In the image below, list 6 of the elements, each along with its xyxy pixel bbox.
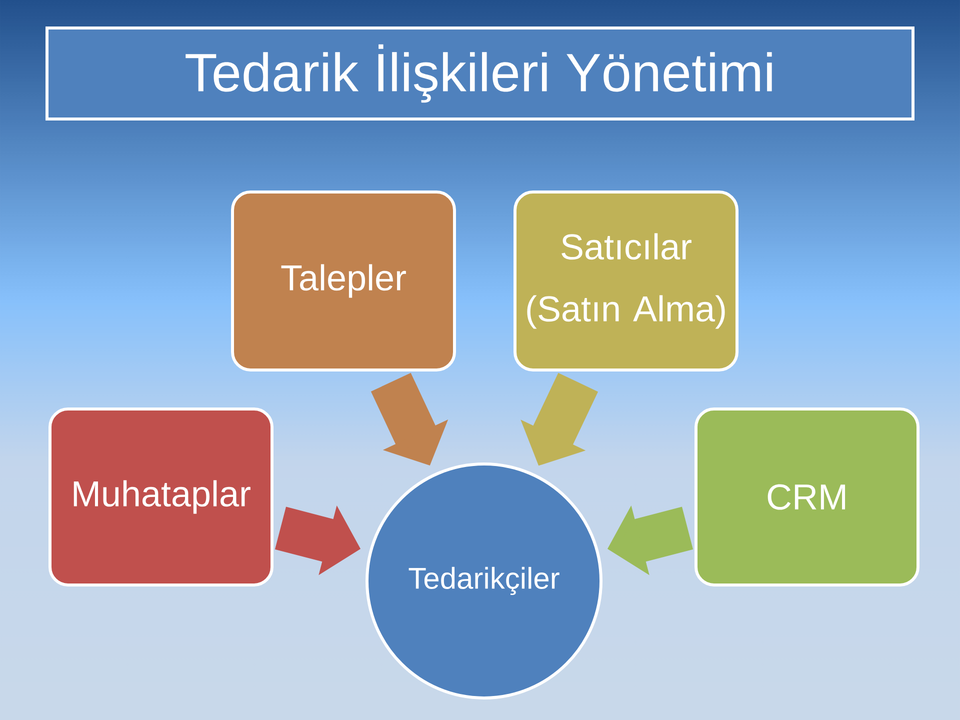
circle-node: Tedarikçiler [366,462,602,700]
rounded-box: Talepler [231,190,456,372]
rounded-box: CRM [694,408,920,586]
title-banner: Tedarik İlişkileri Yönetimi [46,26,914,120]
rounded-box: Muhataplar [48,408,274,586]
rounded-box: Satıcılar (Satın Alma) [514,190,738,372]
